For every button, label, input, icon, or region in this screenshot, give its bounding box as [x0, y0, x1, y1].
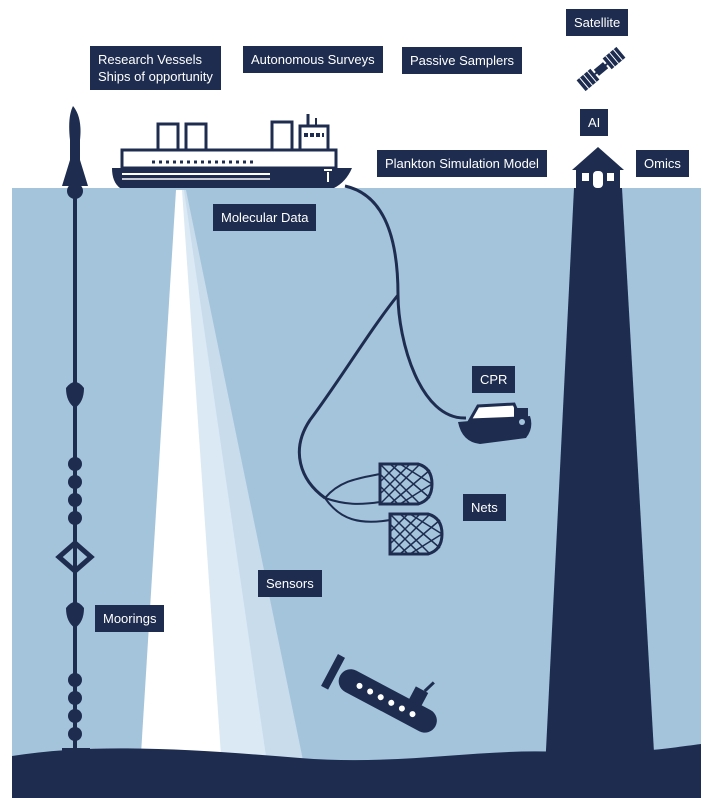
plankton-net-upper-icon — [378, 462, 434, 506]
sensor-beam-outer — [180, 190, 305, 770]
autonomous-glider-icon — [321, 654, 437, 733]
label-nets: Nets — [463, 494, 506, 521]
label-molecular-data: Molecular Data — [213, 204, 317, 231]
label-satellite: Satellite — [566, 9, 629, 36]
label-research-vessels-line1: Research Vessels — [98, 52, 203, 67]
label-plankton-simulation-model: Plankton Simulation Model — [377, 150, 547, 177]
cpr-instrument-icon — [458, 402, 532, 444]
net-bridle-lower — [324, 497, 391, 523]
net-bridle-upper — [324, 473, 381, 499]
label-autonomous-surveys: Autonomous Surveys — [243, 46, 383, 73]
plankton-net-lower-icon — [388, 512, 444, 556]
research-ship-icon — [112, 114, 352, 188]
net-cable — [297, 294, 400, 500]
label-moorings: Moorings — [95, 605, 165, 632]
net-bridle-middle — [324, 497, 381, 505]
label-ships-of-opportunity: Ships of opportunity — [98, 69, 213, 84]
satellite-icon — [576, 46, 626, 92]
sensor-beam-middle — [179, 190, 268, 770]
mooring-icon — [55, 106, 95, 758]
label-sensors: Sensors — [258, 570, 322, 597]
label-passive-samplers: Passive Samplers — [402, 47, 523, 74]
sea-floor — [12, 744, 701, 798]
label-research-vessels: Research Vessels Ships of opportunity — [90, 46, 221, 90]
label-ai: AI — [580, 109, 609, 136]
label-omics: Omics — [636, 150, 689, 177]
label-cpr: CPR — [472, 366, 516, 393]
lighthouse-icon — [545, 147, 655, 770]
